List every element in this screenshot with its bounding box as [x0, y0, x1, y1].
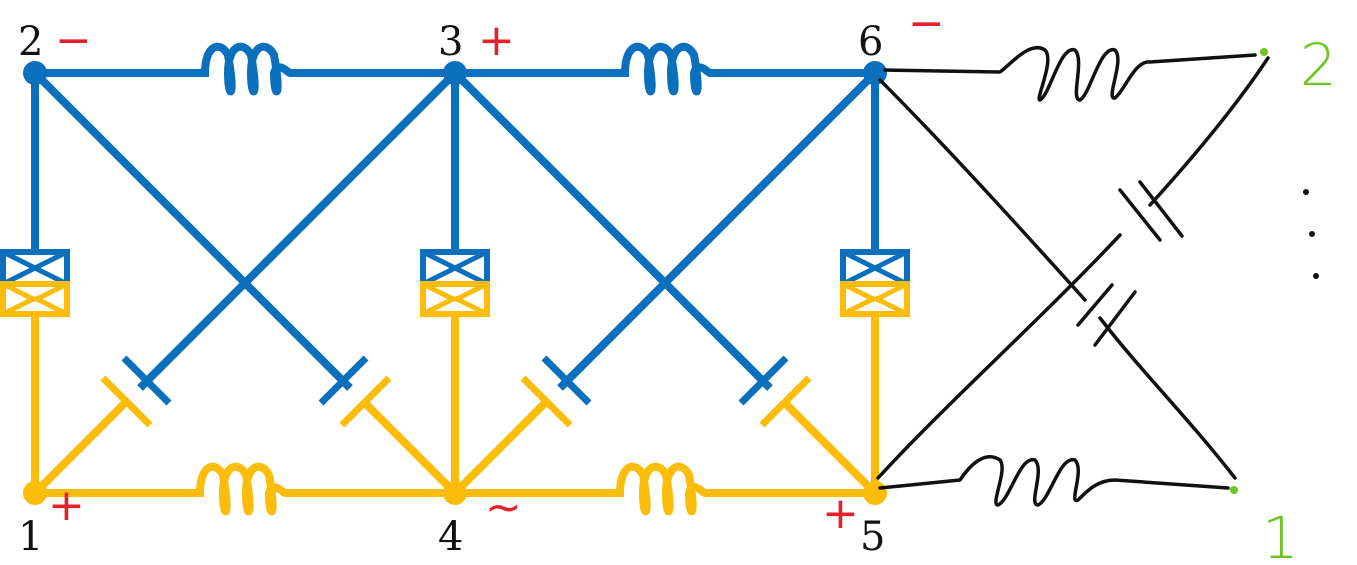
sign-3: + — [478, 15, 515, 66]
terminal-dot-2 — [1260, 48, 1268, 56]
node-label-4: 4 — [438, 514, 463, 560]
node-dot-1 — [23, 481, 47, 505]
sign-6: − — [908, 0, 945, 49]
node-dot-2 — [23, 61, 47, 85]
capacitor-3-5 — [452, 70, 878, 496]
terminal-label-2: 2 — [1300, 31, 1337, 99]
terminal-label-1: 1 — [1262, 504, 1299, 565]
inductor-3-6 — [455, 42, 875, 96]
node-dot-4 — [443, 481, 467, 505]
node-dot-3 — [443, 61, 467, 85]
junction-6-5 — [840, 73, 910, 493]
sign-2: − — [55, 15, 92, 66]
inductor-1-4 — [35, 462, 455, 516]
node-dot-5 — [863, 481, 887, 505]
inductor-2-3 — [35, 42, 455, 96]
ellipsis-dots — [1303, 189, 1319, 279]
sign-4: ~ — [485, 482, 522, 533]
sign-1: + — [48, 480, 85, 531]
junction-2-1 — [0, 73, 70, 493]
inductor-4-5 — [455, 462, 875, 516]
sign-5: + — [822, 488, 859, 539]
terminal-dot-1 — [1230, 486, 1238, 494]
node-label-1: 1 — [18, 514, 43, 560]
node-label-5: 5 — [860, 514, 885, 560]
node-label-6: 6 — [858, 19, 883, 65]
junction-3-4 — [420, 73, 490, 493]
capacitor-2-4 — [32, 70, 458, 496]
capacitor-3-1 — [32, 70, 458, 496]
node-label-3: 3 — [438, 19, 463, 65]
handdrawn-extension — [876, 46, 1270, 507]
node-label-2: 2 — [18, 19, 43, 65]
capacitor-6-4 — [452, 70, 878, 496]
